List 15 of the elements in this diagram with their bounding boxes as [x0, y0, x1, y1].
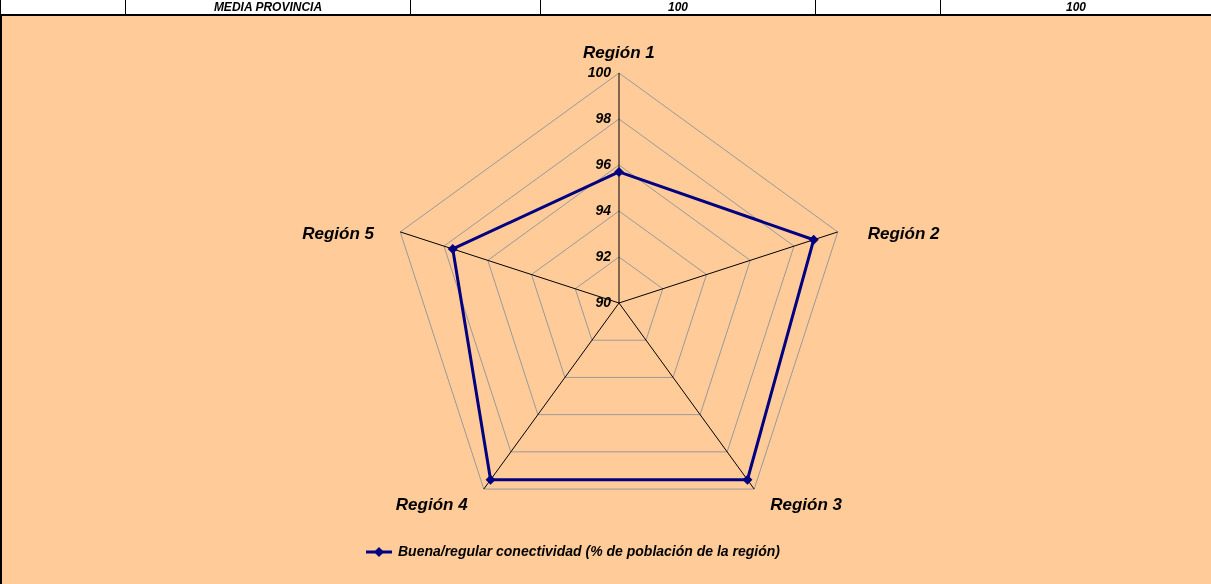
table-cell-text: 100: [540, 0, 815, 14]
axis-tick-label: 90: [595, 294, 611, 310]
category-label: Región 3: [770, 495, 842, 516]
category-label: Región 1: [583, 43, 655, 63]
category-label: Región 4: [395, 495, 468, 516]
table-cell-text: 100: [940, 0, 1211, 14]
axis-tick-label: 94: [595, 202, 611, 218]
axis-tick-label: 92: [595, 248, 611, 264]
axis-tick-label: 100: [587, 64, 611, 80]
table-cell-text: MEDIA PROVINCIA: [125, 0, 410, 14]
category-label: Región 5: [302, 223, 375, 244]
axis-tick-label: 96: [595, 156, 611, 172]
axis-tick-label: 98: [595, 110, 611, 126]
legend-label: Buena/regular conectividad (% de población de la región): [398, 543, 780, 559]
category-label: Región 2: [867, 223, 940, 244]
